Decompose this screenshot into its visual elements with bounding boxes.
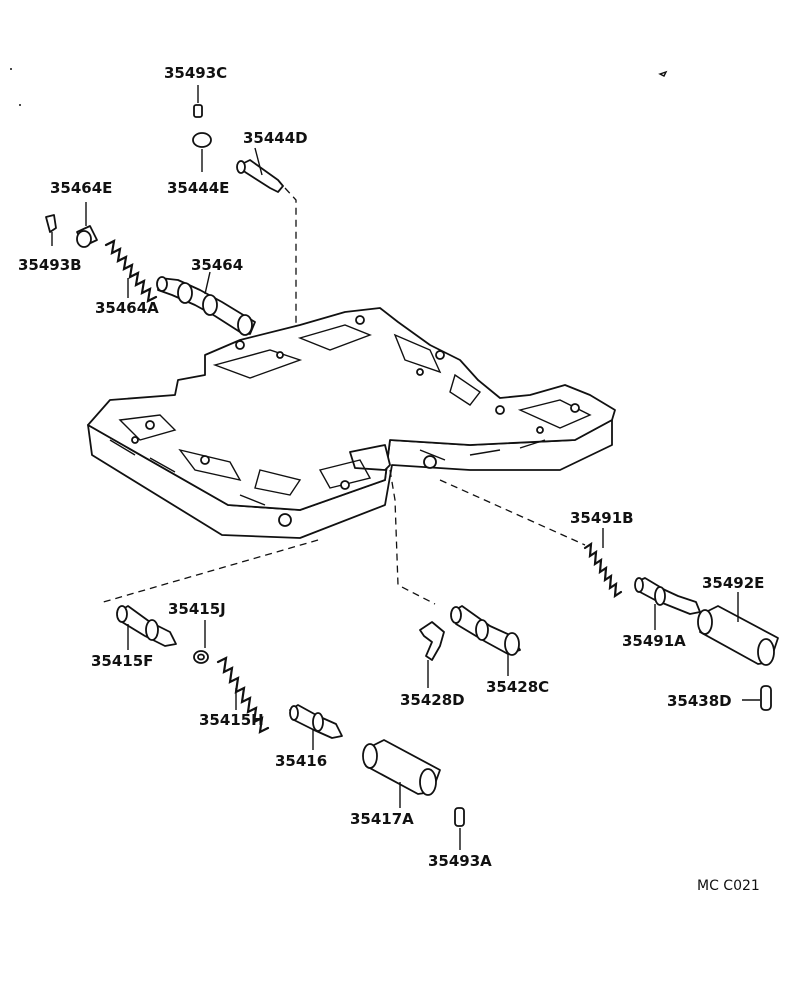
- part-35415J: [193, 620, 209, 664]
- part-35416: [289, 704, 343, 750]
- label-35492E: 35492E: [702, 574, 764, 592]
- part-labels: 35493C 35444D 35444E 35464E 35493B 35464…: [18, 64, 764, 894]
- part-35491A: [634, 577, 701, 630]
- part-35428C: [450, 605, 521, 676]
- part-35464: [156, 271, 256, 336]
- part-35444D: [236, 147, 284, 193]
- part-35493C: [193, 85, 203, 118]
- label-35464E: 35464E: [50, 179, 112, 197]
- label-35464A: 35464A: [95, 299, 159, 317]
- label-35428C: 35428C: [486, 678, 549, 696]
- scan-marks: [10, 68, 668, 106]
- label-35415H: 35415H: [199, 711, 264, 729]
- label-35493A: 35493A: [428, 852, 492, 870]
- part-35444E: [192, 132, 212, 172]
- label-35444D: 35444D: [243, 129, 308, 147]
- label-35417A: 35417A: [350, 810, 414, 828]
- label-35491A: 35491A: [622, 632, 686, 650]
- alignment-lines: [99, 187, 586, 605]
- label-35416: 35416: [275, 752, 327, 770]
- part-35491B-spring: [583, 528, 623, 599]
- label-35415J: 35415J: [168, 600, 226, 618]
- label-35415F: 35415F: [91, 652, 153, 670]
- part-35415F: [116, 605, 177, 650]
- label-35493B: 35493B: [18, 256, 82, 274]
- part-35428D: [419, 621, 445, 688]
- label-35491B: 35491B: [570, 509, 634, 527]
- part-35415H-spring: [216, 656, 270, 734]
- diagram-code: MC C021: [697, 878, 760, 894]
- label-35428D: 35428D: [400, 691, 465, 709]
- part-35492E: [697, 592, 779, 666]
- part-35493B: [45, 214, 57, 246]
- part-35493A: [454, 807, 465, 850]
- valve-body-plate: [87, 307, 616, 539]
- part-35464A-spring: [104, 239, 158, 303]
- label-35464: 35464: [191, 256, 243, 274]
- part-35438D: [742, 685, 772, 711]
- label-35493C: 35493C: [164, 64, 227, 82]
- label-35438D: 35438D: [667, 692, 732, 710]
- part-35417A: [362, 739, 441, 808]
- part-35464E: [76, 202, 98, 248]
- label-35444E: 35444E: [167, 179, 229, 197]
